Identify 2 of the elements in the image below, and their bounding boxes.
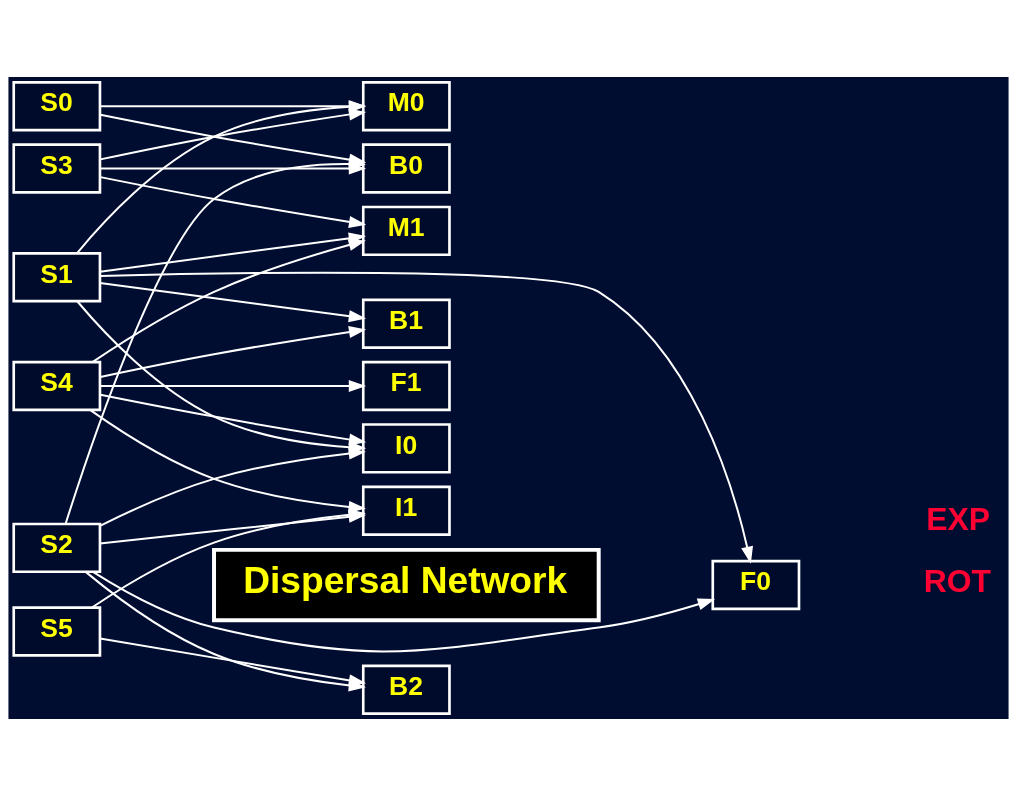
label: EXP [926,500,991,537]
label: ROT [923,562,991,599]
